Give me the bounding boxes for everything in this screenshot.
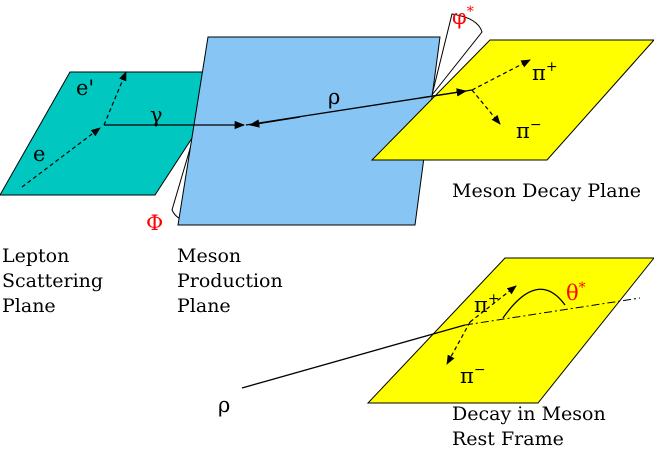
pi-plus-label: π+: [532, 59, 558, 85]
rest-pi-plus-line: [469, 285, 517, 323]
phi-star-angle-wedge: [431, 13, 483, 96]
electron-label: e: [33, 142, 45, 166]
incoming-electron-line: [21, 127, 101, 188]
decay-plane-label: Meson Decay Plane: [452, 180, 641, 202]
rest-axis-line: [464, 297, 641, 326]
theta-star-label: θ*: [566, 280, 586, 305]
electron-prime-label: e': [76, 76, 94, 100]
phi-star-label: φ*: [452, 4, 474, 29]
rest-pi-plus-label: π+: [474, 291, 500, 317]
scattered-electron-line: [103, 71, 127, 126]
rest-frame-label: Decay in Meson Rest Frame: [452, 403, 612, 450]
lepton-plane-label: Lepton Scattering Plane: [2, 245, 109, 317]
rest-rho-line: [241, 324, 466, 389]
pi-minus-label: π−: [516, 117, 542, 143]
phi-angle-label: Φ: [146, 211, 163, 235]
rho-label: ρ: [328, 85, 340, 109]
lepton-scattering-plane: [0, 71, 236, 196]
rest-pi-minus-label: π−: [460, 362, 486, 388]
meson-decay-plane: [370, 39, 654, 161]
rho-arrow-forward: [419, 88, 468, 99]
rest-pi-minus-line: [446, 321, 471, 365]
rest-frame-decay-plane: [366, 257, 654, 404]
production-plane-label: Meson Production Plane: [177, 245, 289, 317]
rest-rho-label: ρ: [218, 393, 230, 417]
pi-minus-line: [471, 89, 501, 125]
photon-label: γ: [150, 103, 163, 127]
meson-production-plane: [177, 36, 441, 226]
pi-plus-line: [471, 59, 531, 91]
theta-star-arc: [502, 288, 566, 319]
rho-arrow-back: [248, 116, 301, 128]
